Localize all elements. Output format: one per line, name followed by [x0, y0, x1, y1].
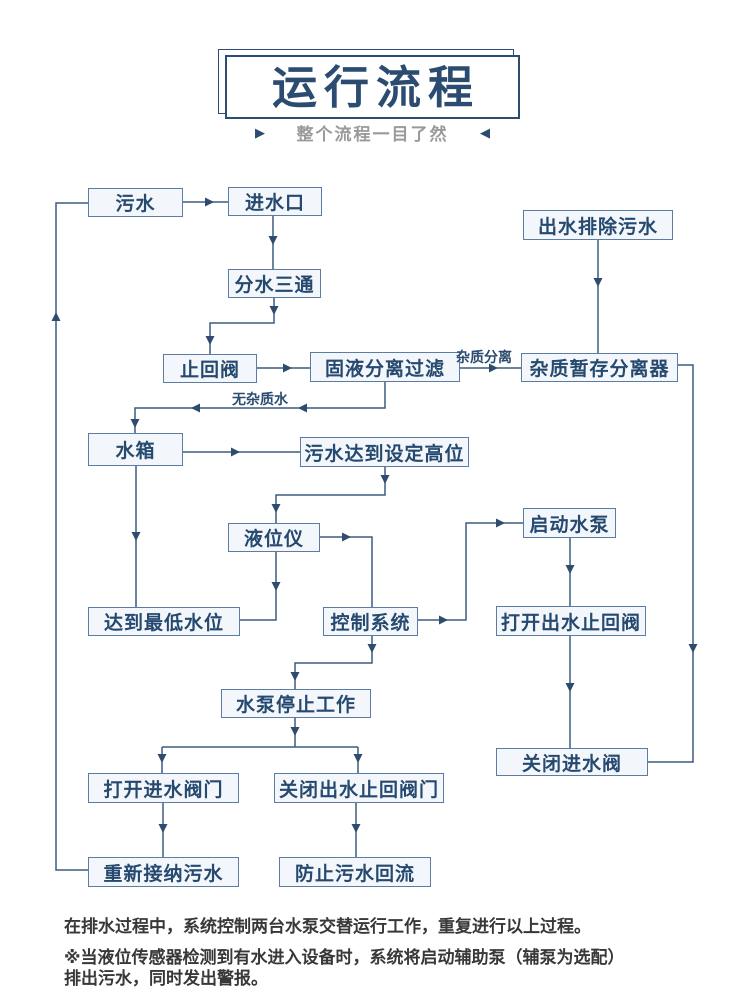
- node-close-outlet-check-valve: 关闭出水止回阀门: [274, 773, 444, 803]
- right-triangle-icon: ▶: [255, 124, 265, 140]
- edge-label-impurity-free-water: 无杂质水: [232, 391, 288, 407]
- node-outlet-discharge-sewage: 出水排除污水: [523, 210, 673, 240]
- edge-label-impurity-separation: 杂质分离: [456, 349, 512, 365]
- note-line-2: ※当液位传感器检测到有水进入设备时，系统将启动辅助泵（辅泵为选配）: [64, 948, 625, 967]
- node-sewage-reaches-high-level: 污水达到设定高位: [300, 437, 469, 467]
- left-triangle-icon: ◀: [480, 124, 490, 140]
- node-sewage: 污水: [88, 188, 183, 217]
- node-water-split-tee: 分水三通: [228, 269, 321, 298]
- node-reach-lowest-level: 达到最低水位: [88, 607, 240, 636]
- note-line-1: 在排水过程中，系统控制两台水泵交替运行工作，重复进行以上过程。: [64, 917, 591, 936]
- edge-separator-to-close-inlet: [648, 364, 694, 763]
- node-open-outlet-check-valve: 打开出水止回阀: [496, 606, 646, 636]
- node-check-valve: 止回阀: [163, 354, 257, 383]
- node-pump-stops-working: 水泵停止工作: [221, 689, 371, 718]
- footer-notes: 在排水过程中，系统控制两台水泵交替运行工作，重复进行以上过程。 ※当液位传感器检…: [64, 916, 724, 989]
- node-solid-liquid-filter: 固液分离过滤: [310, 352, 460, 382]
- title-box: 运行流程: [225, 55, 520, 119]
- arrowheads: [51, 197, 698, 833]
- edge-tee-to-check-valve: [209, 298, 275, 354]
- subtitle-text: 整个流程一目了然: [296, 124, 449, 144]
- edge-pump-stop-split: [161, 718, 359, 773]
- node-open-inlet-valve: 打开进水阀门: [88, 773, 239, 803]
- edge-gauge-to-control: [320, 536, 373, 607]
- edge-reaccept-loop-to-sewage: [55, 202, 88, 871]
- page-title: 运行流程: [271, 61, 480, 113]
- edge-gauge-to-lowest-level: [240, 552, 277, 621]
- node-control-system: 控制系统: [323, 607, 418, 636]
- node-reaccept-sewage: 重新接纳污水: [88, 857, 239, 887]
- subtitle-row: ▶ 整个流程一目了然 ◀: [225, 121, 520, 144]
- edge-high-level-to-gauge: [275, 467, 386, 523]
- node-level-gauge: 液位仪: [228, 523, 320, 552]
- node-impurity-storage-separator: 杂质暂存分离器: [521, 353, 678, 382]
- node-start-pump: 启动水泵: [523, 508, 616, 538]
- node-close-inlet-valve: 关闭进水阀: [496, 748, 648, 776]
- edge-control-to-pump-stop: [294, 636, 373, 689]
- node-water-tank: 水箱: [88, 433, 183, 466]
- node-water-inlet: 进水口: [228, 187, 322, 216]
- note-line-3: 排出污水，同时发出警报。: [64, 969, 268, 988]
- node-prevent-backflow: 防止污水回流: [279, 857, 431, 887]
